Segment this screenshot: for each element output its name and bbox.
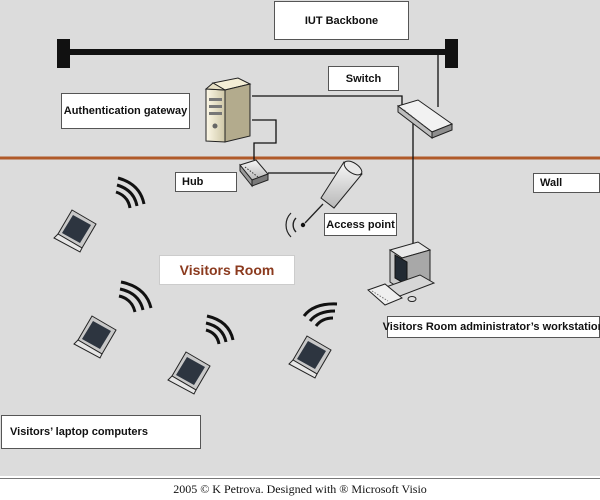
backbone-bar: [57, 39, 458, 68]
backbone-label: IUT Backbone: [274, 1, 409, 40]
wall-label: Wall: [533, 173, 600, 193]
wifi-signal-icon: [302, 302, 338, 327]
laptop-icon: [73, 315, 117, 359]
diagram-background: [0, 0, 600, 476]
wifi-signal-icon: [205, 314, 235, 345]
laptop-icon: [167, 351, 211, 395]
switch-icon: [396, 99, 454, 140]
diagram-canvas: [0, 39, 600, 395]
visitors-room-label: Visitors Room: [159, 255, 295, 285]
network-cables: [252, 55, 439, 247]
admin-workstation-label: Visitors Room administrator’s workstatio…: [383, 316, 600, 338]
server-icon: [204, 77, 252, 143]
access-point-icon: [285, 160, 363, 238]
hub-icon: [239, 159, 269, 188]
hub-label: Hub: [175, 172, 237, 192]
wifi-signal-icon: [118, 280, 153, 313]
wifi-signal-icon: [115, 176, 146, 209]
laptop-icon: [53, 209, 97, 253]
credit-footer: 2005 © K Petrova. Designed with ® Micros…: [0, 478, 600, 500]
auth-gateway-label: Authentication gateway: [61, 93, 190, 129]
switch-label: Switch: [328, 66, 399, 91]
laptops-label: Visitors’ laptop computers: [1, 415, 201, 449]
laptop-icon: [288, 335, 332, 379]
access-point-label: Access point: [324, 213, 397, 236]
workstation-icon: [367, 241, 436, 306]
